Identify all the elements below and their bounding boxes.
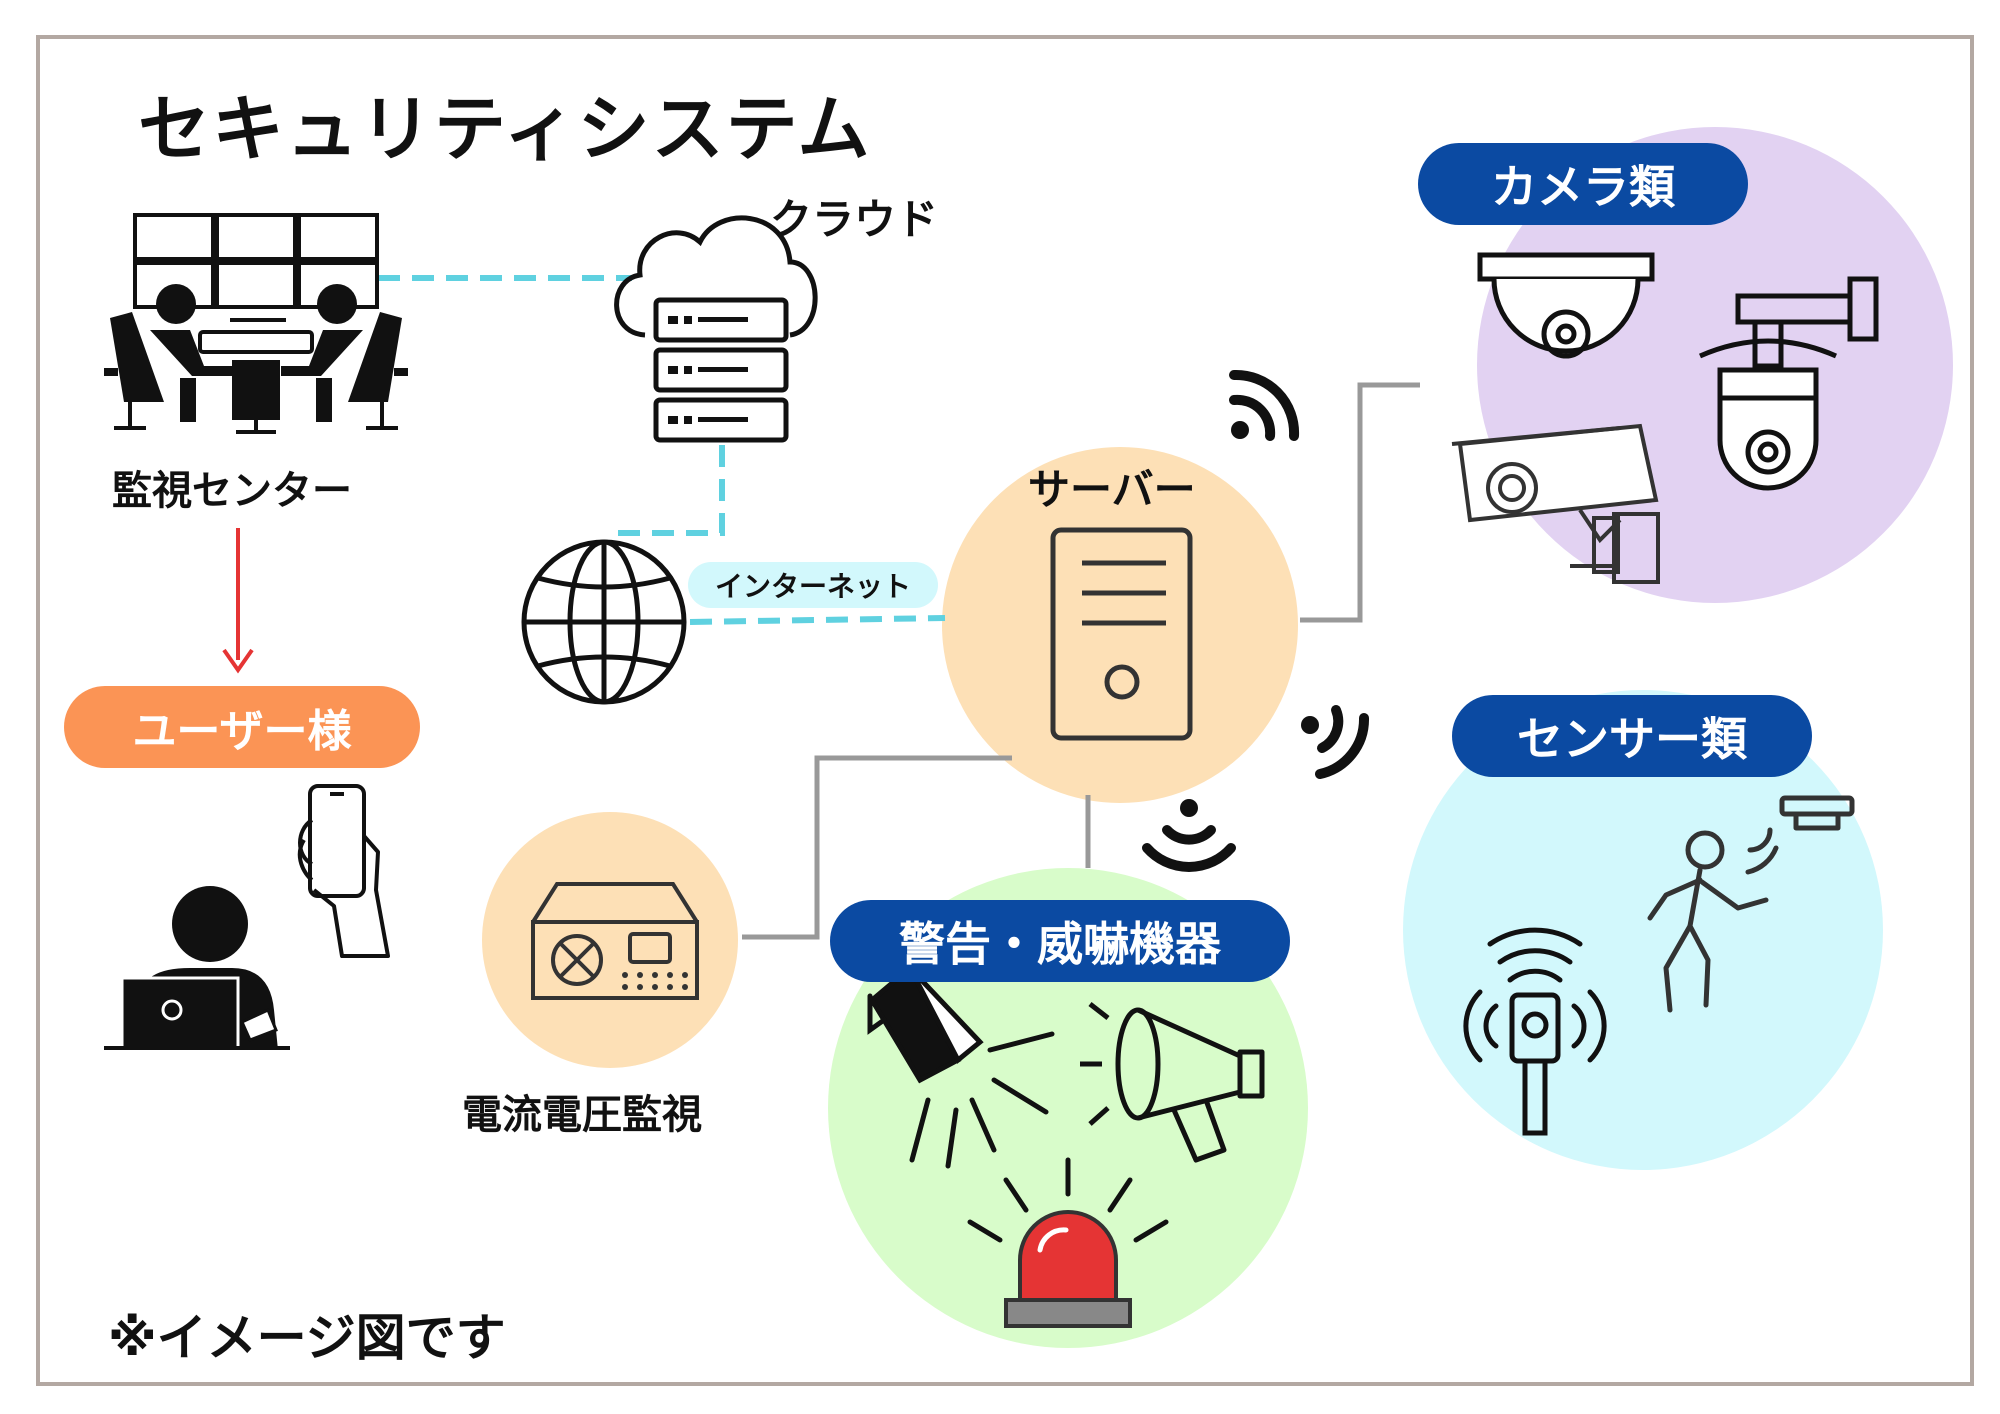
ptz-camera-icon	[1698, 276, 1879, 491]
server-label: サーバー	[1028, 465, 1196, 514]
wifi-signal-icon	[1229, 369, 1300, 441]
internet-label: インターネット	[714, 570, 911, 603]
sensors-label: センサー類	[1517, 712, 1747, 766]
page-title: セキュリティシステム	[138, 87, 872, 171]
wifi-signal-icon	[1142, 799, 1236, 872]
warning-devices-badge: 警告・威嚇機器	[830, 900, 1290, 982]
power-monitor-circle	[482, 812, 738, 1068]
user-badge: ユーザー様	[64, 686, 420, 768]
bullet-camera-icon	[1451, 423, 1660, 584]
globe-icon	[521, 539, 687, 705]
footnote: ※イメージ図です	[108, 1309, 506, 1367]
power-supply-icon	[531, 882, 699, 1000]
cameras-label: カメラ類	[1491, 160, 1675, 214]
cloud-server-icon	[614, 215, 818, 443]
sensors-badge: センサー類	[1452, 695, 1812, 777]
power-monitor-label: 電流電圧監視	[462, 1092, 702, 1138]
dome-camera-icon	[1477, 252, 1655, 359]
siren-icon	[967, 1157, 1169, 1328]
server-tower-icon	[1050, 527, 1193, 741]
motion-sensor-icon	[1647, 795, 1855, 1013]
user-label: ユーザー様	[132, 706, 352, 757]
cameras-badge: カメラ類	[1418, 143, 1748, 225]
smartphone-icon	[297, 784, 390, 958]
arrow-to-user	[222, 528, 254, 674]
warning-devices-label: 警告・威嚇機器	[899, 917, 1221, 971]
wired-links	[742, 382, 1420, 940]
beacon-sensor-icon	[1463, 927, 1607, 1136]
monitoring-center-label: 監視センター	[112, 468, 352, 514]
megaphone-icon	[1080, 1002, 1265, 1163]
internet-label-box: インターネット	[688, 562, 938, 608]
laptop-user-icon	[104, 886, 290, 1050]
sensors-group-circle	[1403, 690, 1883, 1170]
spotlight-icon	[867, 964, 1055, 1169]
wifi-signal-icon	[1301, 705, 1370, 779]
network-links	[378, 275, 946, 625]
warning-group-circle	[828, 868, 1308, 1348]
cloud-label: クラウド	[770, 195, 939, 244]
monitoring-center-icon	[104, 213, 408, 434]
